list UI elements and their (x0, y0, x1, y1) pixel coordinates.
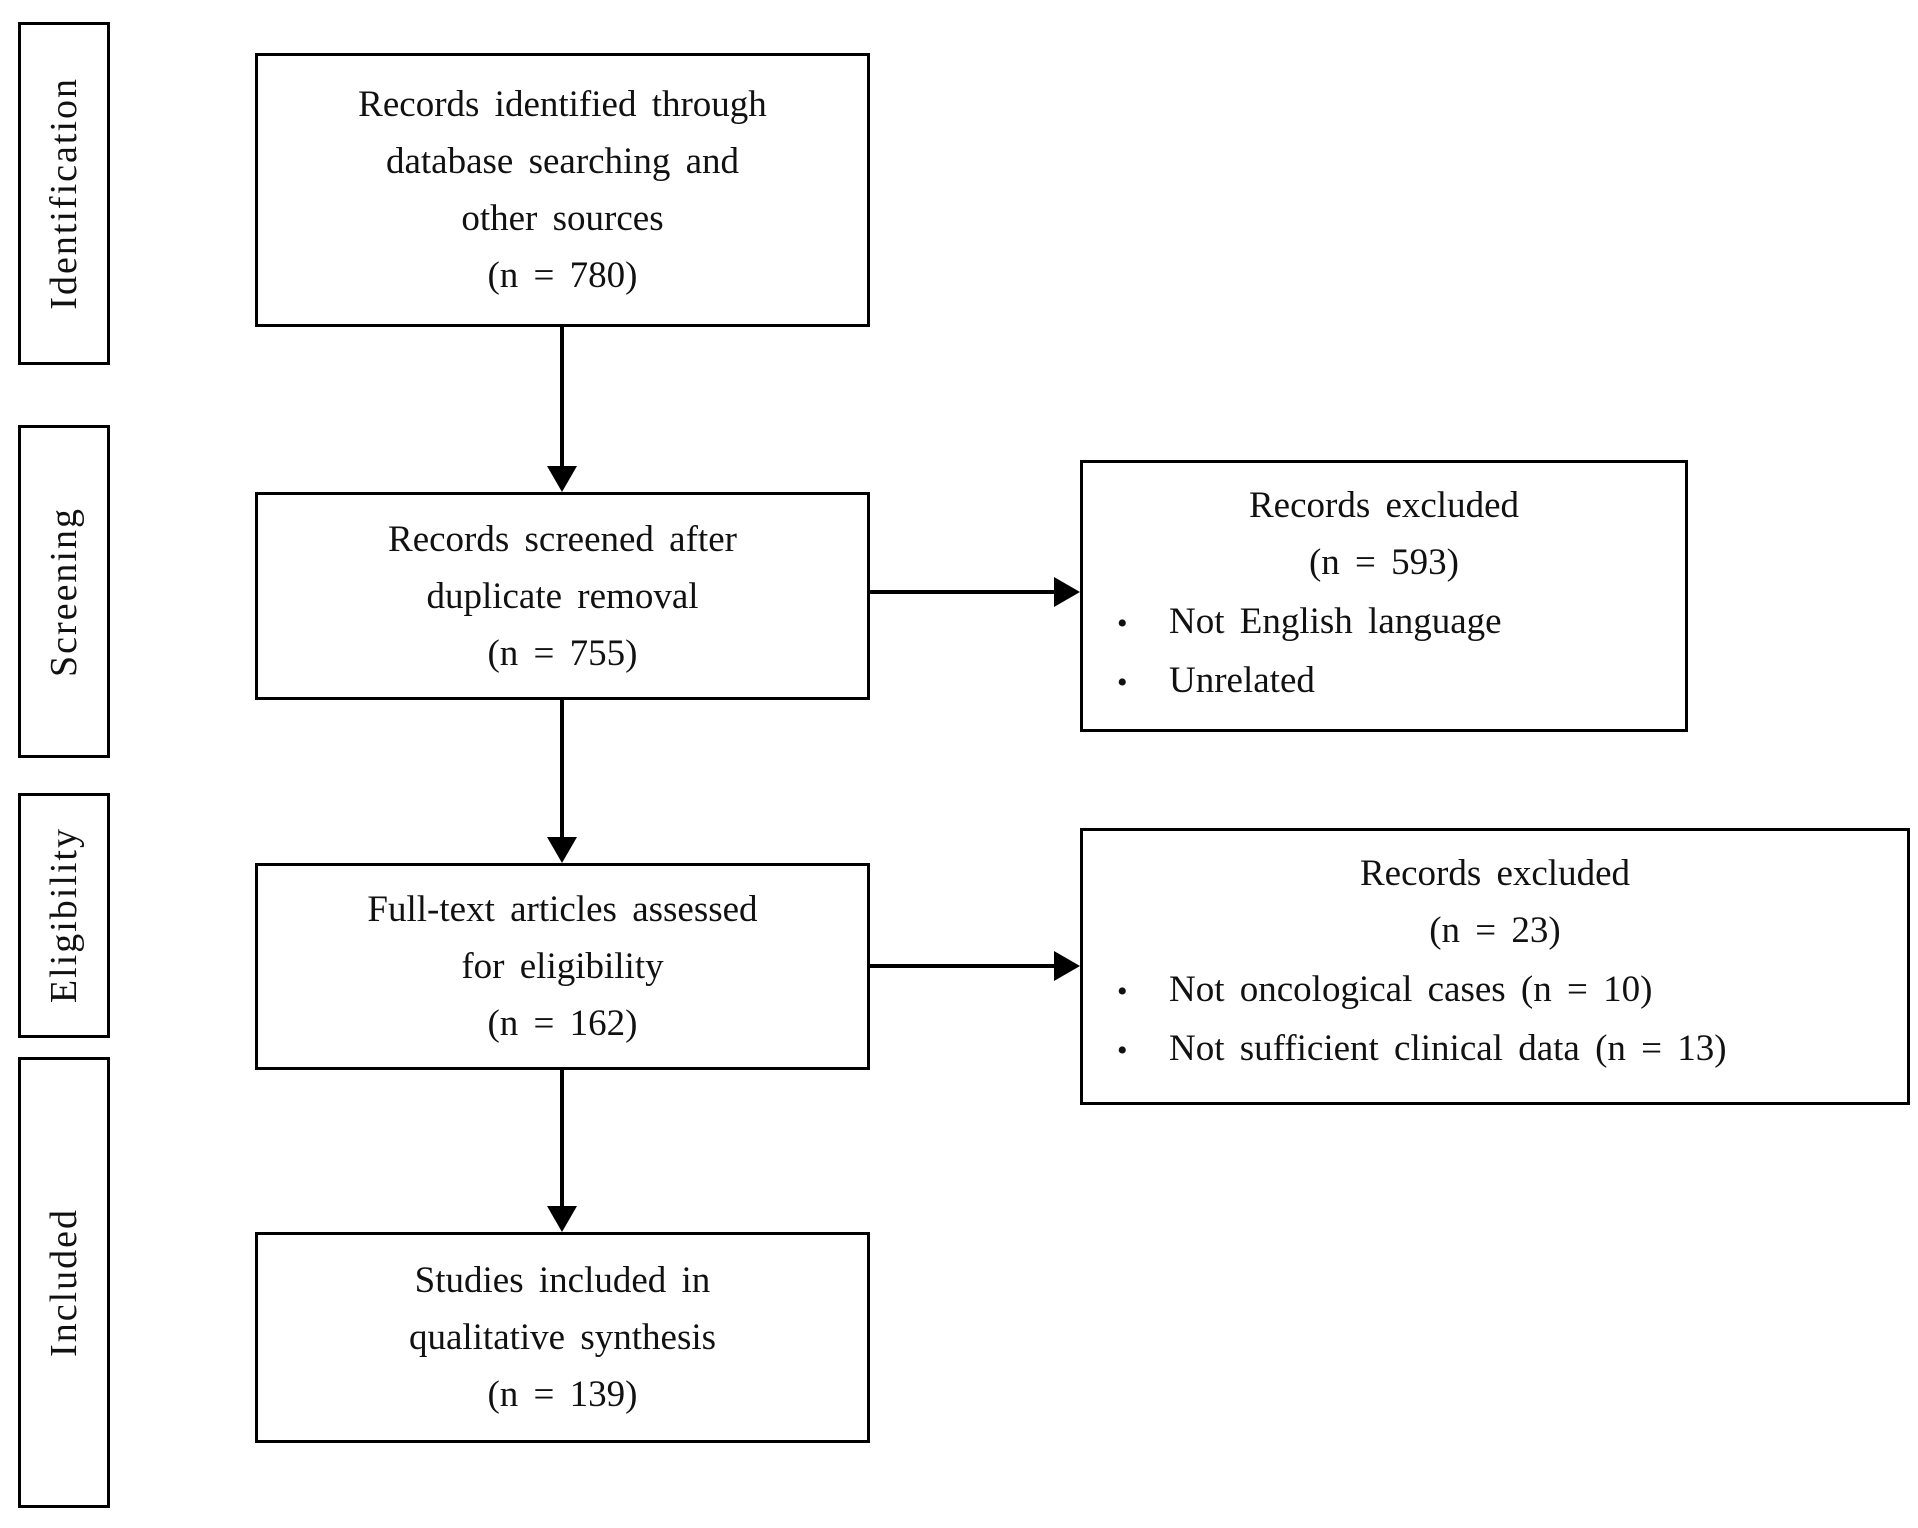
arrow-shaft (870, 964, 1056, 968)
stage-label-text: Included (43, 1208, 85, 1357)
arrow-shaft (870, 590, 1056, 594)
excluded-reason-item: • Not English language (1107, 593, 1661, 652)
bullet-icon: • (1117, 607, 1128, 640)
excluded-title: Records excluded (n = 23) (1359, 853, 1631, 951)
excluded-box-eligibility: Records excluded (n = 23) • Not oncologi… (1080, 828, 1910, 1105)
flow-box-records-identified: Records identified through database sear… (255, 53, 870, 327)
stage-label-screening: Screening (18, 425, 110, 758)
bullet-icon: • (1117, 1034, 1128, 1067)
flow-box-fulltext-assessed: Full-text articles assessed for eligibil… (255, 863, 870, 1070)
stage-label-text: Identification (43, 77, 85, 310)
excluded-reason-item: • Not oncological cases (n = 10) (1107, 961, 1883, 1020)
excluded-reason-text: Not English language (1169, 601, 1502, 642)
arrowhead-down-icon (547, 466, 577, 492)
flow-box-records-screened: Records screened after duplicate removal… (255, 492, 870, 700)
flow-box-studies-included: Studies included in qualitative synthesi… (255, 1232, 870, 1443)
flow-box-text: Studies included in qualitative synthesi… (408, 1260, 717, 1415)
stage-label-eligibility: Eligibility (18, 793, 110, 1038)
bullet-icon: • (1117, 666, 1128, 699)
excluded-reason-text: Not oncological cases (n = 10) (1169, 969, 1653, 1010)
excluded-box-screening: Records excluded (n = 593) • Not English… (1080, 460, 1688, 732)
arrow-shaft (560, 1070, 564, 1208)
arrowhead-down-icon (547, 1206, 577, 1232)
stage-label-text: Screening (43, 506, 85, 677)
excluded-reasons-list: • Not oncological cases (n = 10) • Not s… (1107, 961, 1883, 1079)
excluded-title: Records excluded (n = 593) (1248, 485, 1520, 583)
excluded-reason-text: Not sufficient clinical data (n = 13) (1169, 1028, 1727, 1069)
arrow-shaft (560, 327, 564, 469)
flow-box-text: Records screened after duplicate removal… (388, 518, 737, 674)
flow-box-text: Full-text articles assessed for eligibil… (367, 889, 758, 1044)
arrowhead-down-icon (547, 837, 577, 863)
stage-label-included: Included (18, 1057, 110, 1508)
excluded-reasons-list: • Not English language • Unrelated (1107, 593, 1661, 711)
arrowhead-right-icon (1054, 577, 1080, 607)
stage-label-identification: Identification (18, 22, 110, 365)
flow-box-text: Records identified through database sear… (358, 84, 767, 296)
arrowhead-right-icon (1054, 951, 1080, 981)
arrow-shaft (560, 700, 564, 838)
stage-label-text: Eligibility (43, 827, 85, 1004)
excluded-reason-item: • Not sufficient clinical data (n = 13) (1107, 1020, 1883, 1079)
excluded-reason-text: Unrelated (1169, 660, 1315, 701)
bullet-icon: • (1117, 975, 1128, 1008)
excluded-reason-item: • Unrelated (1107, 652, 1661, 711)
